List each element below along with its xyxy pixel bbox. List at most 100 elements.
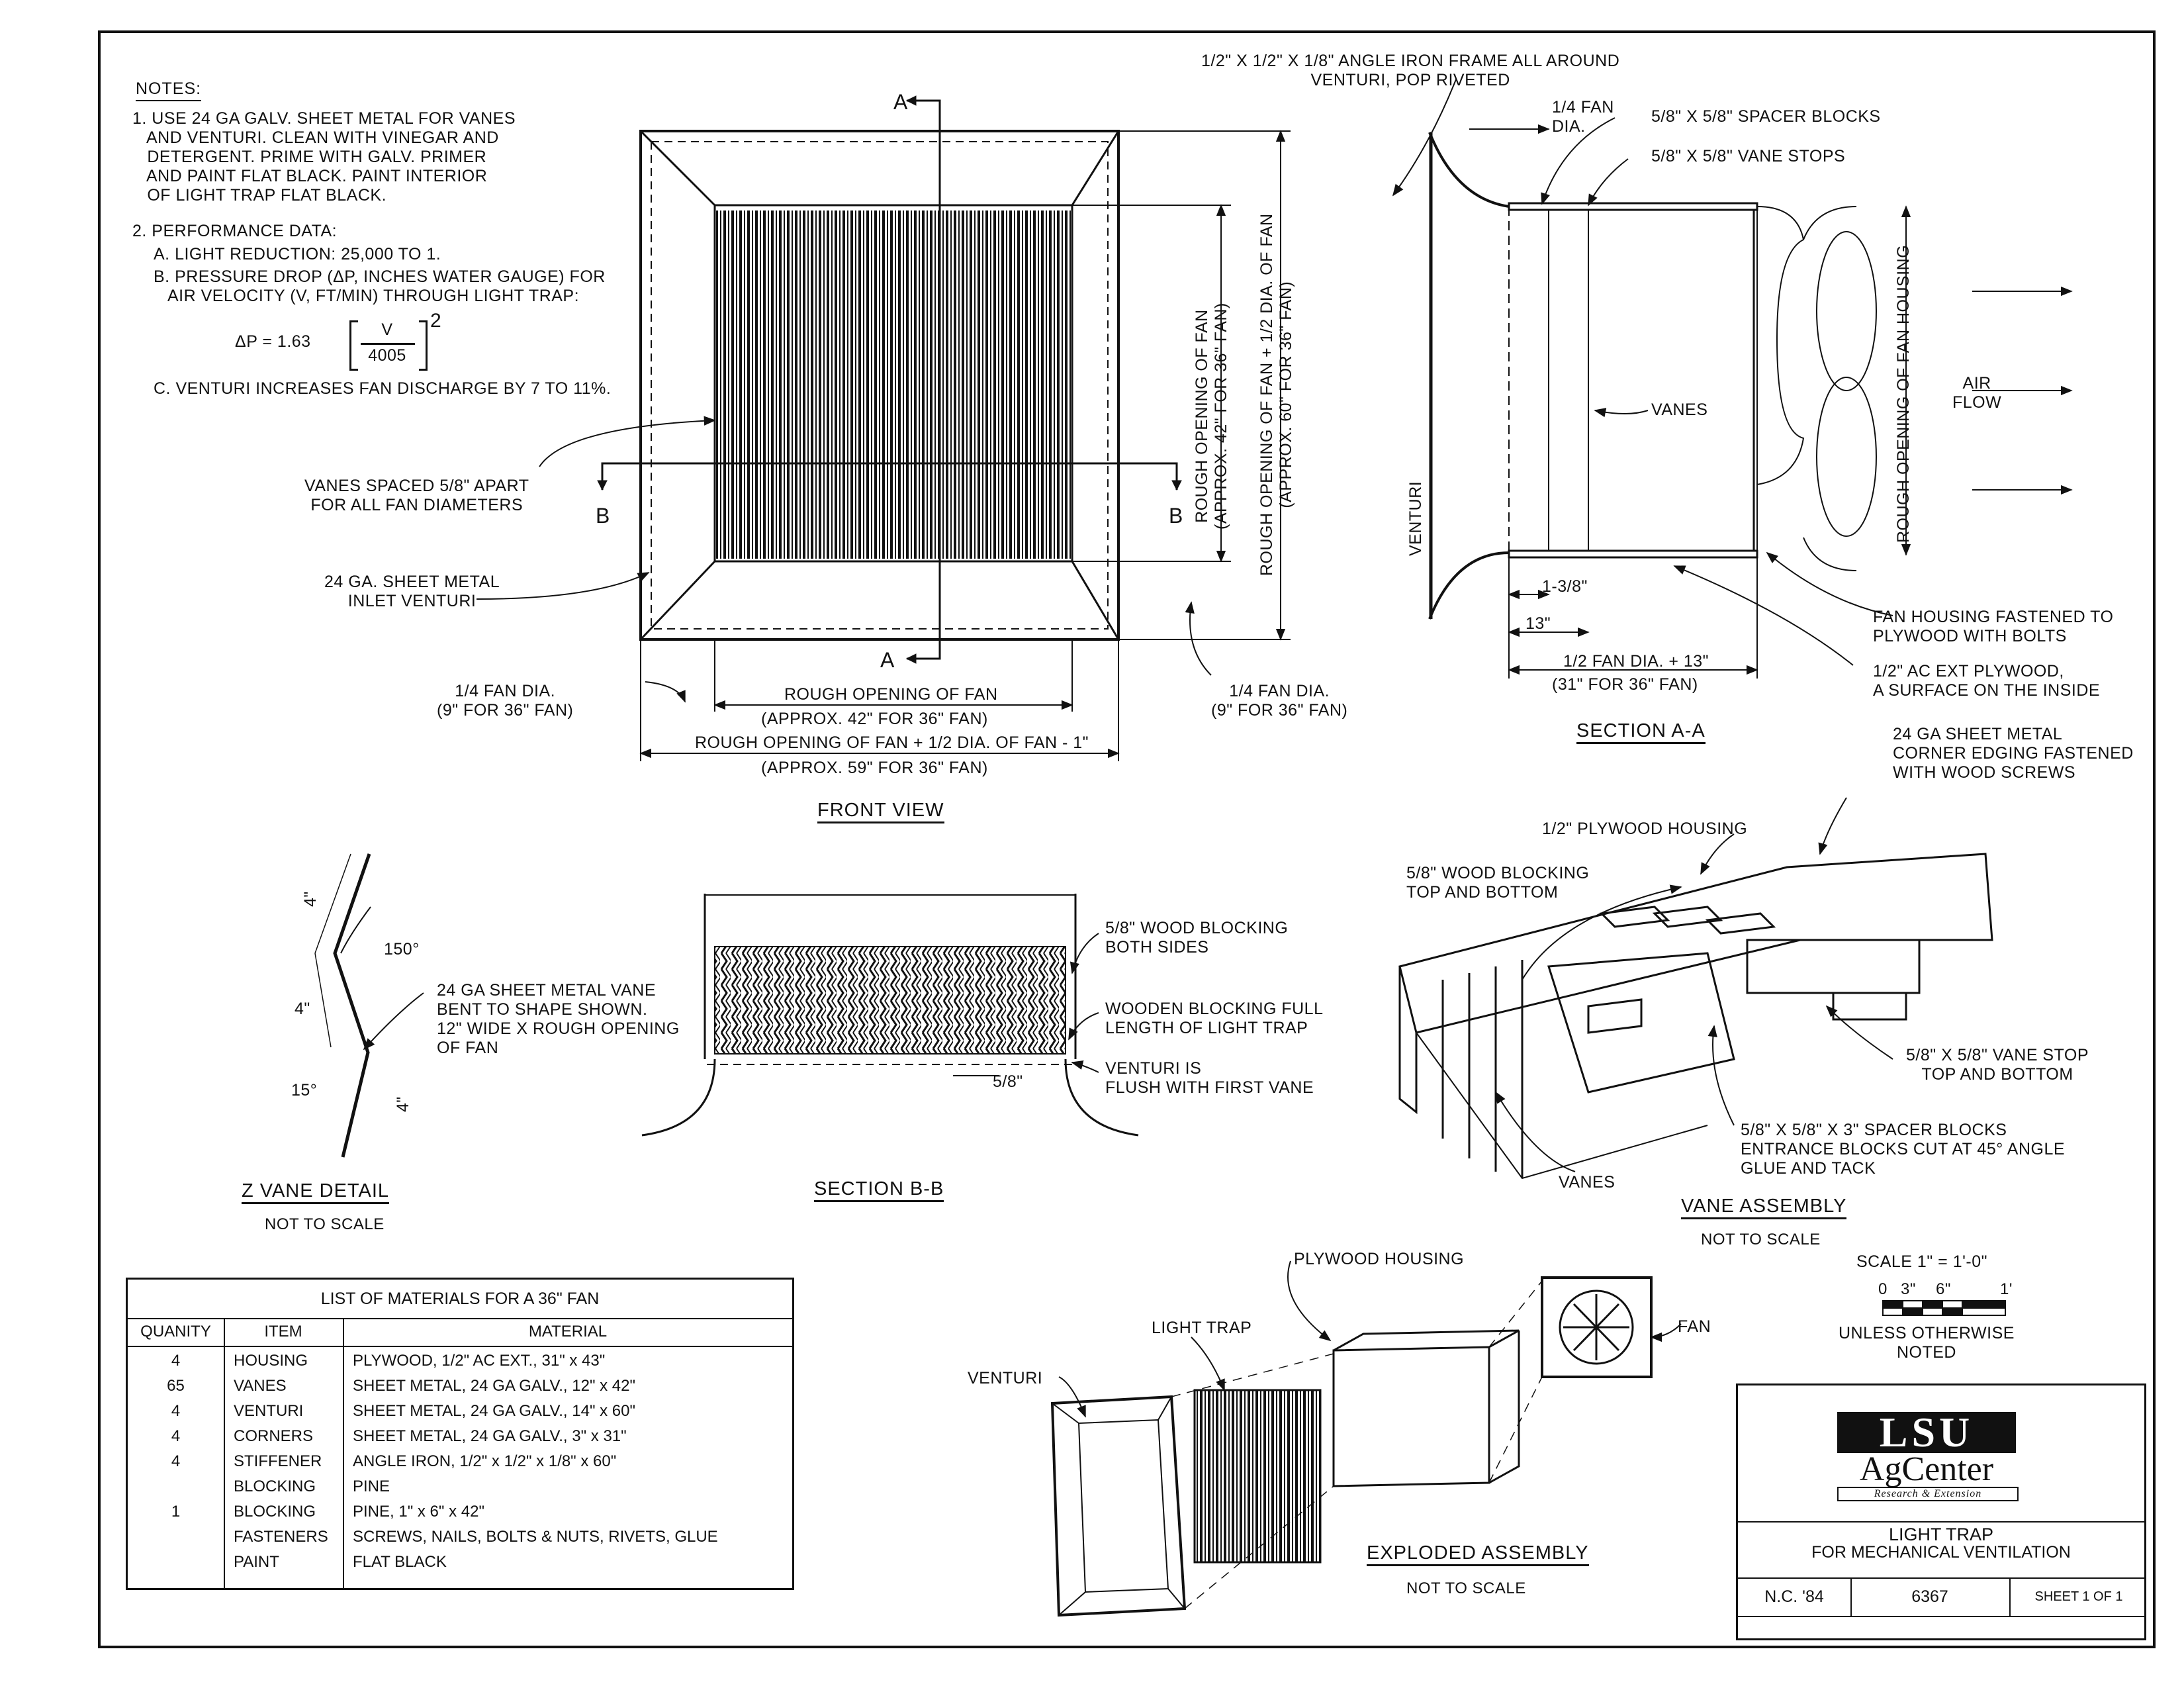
drawing-title: LIGHT TRAP	[1888, 1524, 1994, 1544]
section-aa-title: SECTION A-A	[1576, 722, 1706, 744]
item-cell: STIFFENER	[234, 1452, 322, 1470]
header-quantity: QUANITY	[140, 1323, 211, 1340]
rough-opening-approx: (APPROX. 42" FOR 36" FAN)	[761, 710, 988, 728]
corner-edging-label: 24 GA SHEET METAL CORNER EDGING FASTENED…	[1893, 725, 2134, 782]
formula-numerator: V	[381, 320, 393, 339]
vanes-spaced-label: VANES SPACED 5/8" APART FOR ALL FAN DIAM…	[304, 477, 529, 514]
note-2b: B. PRESSURE DROP (ΔP, INCHES WATER GAUGE…	[154, 267, 606, 305]
formula-denominator: 4005	[368, 346, 406, 365]
vane-assembly-title: VANE ASSEMBLY	[1681, 1197, 1847, 1219]
formula-exponent: 2	[430, 310, 442, 332]
item-cell: VANES	[234, 1377, 287, 1395]
angle-iron-label: 1/2" x 1/2" x 1/8" ANGLE IRON FRAME ALL …	[1201, 52, 1620, 89]
ac-ext-label: 1/2" AC EXT PLYWOOD, A SURFACE ON THE IN…	[1873, 662, 2101, 700]
note-2c: C. VENTURI INCREASES FAN DISCHARGE BY 7 …	[154, 379, 612, 398]
quantity-cell: 4	[171, 1427, 181, 1445]
spacer-blocks-label: 5/8" x 5/8" SPACER BLOCKS	[1651, 107, 1881, 126]
table-row: PAINT FLAT BLACK	[128, 1550, 792, 1575]
header-item: ITEM	[264, 1323, 302, 1340]
material-cell: SHEET METAL, 24 GA GALV., 12" x 42"	[353, 1377, 636, 1395]
bb-wood-blocking-label: 5/8" WOOD BLOCKING BOTH SIDES	[1105, 919, 1289, 957]
section-aa-drawing	[1392, 79, 2073, 679]
ex-light-trap-label: LIGHT TRAP	[1152, 1319, 1252, 1337]
scale-tick-3: 3"	[1901, 1280, 1916, 1298]
scale-tick-1ft: 1'	[2000, 1280, 2013, 1298]
quarter-fan-right: 1/4 FAN DIA. (9" FOR 36" FAN)	[1211, 682, 1348, 720]
z-dim-mid: 4"	[295, 1000, 310, 1018]
cut-b-left: B	[596, 504, 610, 528]
rough-plus-label: ROUGH OPENING OF FAN + 1/2 DIA. OF FAN -…	[695, 733, 1089, 752]
item-cell: PAINT	[234, 1553, 279, 1571]
vane-assembly-drawing	[1398, 797, 1993, 1180]
table-row: 4 CORNERS SHEET METAL, 24 GA GALV., 3" x 3…	[128, 1424, 792, 1449]
header-material: MATERIAL	[528, 1323, 608, 1340]
material-cell: SCREWS, NAILS, BOLTS & NUTS, RIVETS, GLU…	[353, 1528, 718, 1546]
vane-pack	[716, 211, 1071, 559]
note-1: 1. USE 24 GA GALV. SHEET METAL FOR VANES…	[132, 109, 516, 205]
drawn-date: N.C. '84	[1764, 1587, 1824, 1606]
quarter-fan-dia-label: 1/4 FAN DIA.	[1552, 98, 1614, 136]
exploded-vane-pack	[1193, 1389, 1322, 1564]
scale-unless-label: UNLESS OTHERWISE NOTED	[1839, 1324, 2015, 1362]
cut-a-top: A	[893, 90, 908, 114]
rough-plus-approx: (APPROX. 59" FOR 36" FAN)	[761, 759, 988, 777]
formula-lhs: ΔP = 1.63	[235, 332, 311, 351]
note-2a: A. LIGHT REDUCTION: 25,000 TO 1.	[154, 245, 441, 263]
ex-fan-label: FAN	[1678, 1317, 1711, 1336]
table-row: 65 VANES SHEET METAL, 24 GA GALV., 12" x 4…	[128, 1374, 792, 1399]
logo-lsu: LSU	[1837, 1411, 2016, 1454]
ex-plywood-housing-label: PLYWOOD HOUSING	[1294, 1250, 1465, 1268]
material-cell: PINE, 1" x 6" x 42"	[353, 1503, 484, 1521]
quarter-fan-left: 1/4 FAN DIA. (9" FOR 36" FAN)	[437, 682, 574, 720]
va-plywood-housing-label: 1/2" PLYWOOD HOUSING	[1542, 820, 1748, 838]
sheet-border	[98, 30, 2156, 1648]
cut-b-right: B	[1169, 504, 1183, 528]
exploded-title: EXPLODED ASSEMBLY	[1367, 1544, 1589, 1566]
notes-heading: NOTES:	[136, 79, 202, 101]
z-dim-bottom: 4"	[394, 1096, 412, 1112]
venturi-label: VENTURI	[1406, 481, 1425, 556]
half-fan-36-label: (31" FOR 36" FAN)	[1552, 675, 1698, 694]
materials-header-row: QUANITY ITEM MATERIAL	[128, 1318, 792, 1347]
material-cell: SHEET METAL, 24 GA GALV., 14" x 60"	[353, 1402, 636, 1420]
rough-opening-label: ROUGH OPENING OF FAN	[784, 685, 998, 704]
drawing-number: 6367	[1911, 1587, 1948, 1606]
lsu-agcenter-logo: LSU AgCenter Research & Extension	[1837, 1411, 2019, 1505]
va-vane-stop-label: 5/8" x 5/8" VANE STOP TOP AND BOTTOM	[1906, 1046, 2089, 1084]
note-2: 2. PERFORMANCE DATA:	[132, 222, 338, 240]
material-cell: ANGLE IRON, 1/2" x 1/2" x 1/8" x 60"	[353, 1452, 617, 1470]
bb-wooden-full-label: WOODEN BLOCKING FULL LENGTH OF LIGHT TRA…	[1105, 1000, 1324, 1037]
table-row: 4 STIFFENER ANGLE IRON, 1/2" x 1/2" x 1/8"…	[128, 1449, 792, 1474]
scale-bar	[1882, 1300, 2006, 1316]
air-flow-label: AIR FLOW	[1952, 374, 2002, 412]
vertical-dim-1: ROUGH OPENING OF FAN (APPROX. 42" FOR 36…	[1193, 303, 1230, 530]
quantity-cell: 65	[167, 1377, 185, 1395]
z-vane-subtitle: NOT TO SCALE	[265, 1215, 385, 1233]
material-cell: FLAT BLACK	[353, 1553, 447, 1571]
dim-1-3-8: 1-3/8"	[1542, 577, 1588, 596]
quantity-cell: 4	[171, 1402, 181, 1420]
half-fan-label: 1/2 FAN DIA. + 13"	[1563, 652, 1709, 671]
item-cell: CORNERS	[234, 1427, 314, 1445]
material-cell: SHEET METAL, 24 GA GALV., 3" x 31"	[353, 1427, 627, 1445]
z-dim-top: 4"	[301, 891, 320, 907]
quantity-cell: 4	[171, 1452, 181, 1470]
front-view-title: FRONT VIEW	[817, 801, 944, 823]
section-bb-title: SECTION B-B	[814, 1180, 944, 1202]
logo-agcenter: AgCenter	[1859, 1450, 1994, 1488]
va-vanes-label: VANES	[1559, 1173, 1615, 1192]
item-cell: HOUSING	[234, 1352, 308, 1370]
drawing-subtitle: FOR MECHANICAL VENTILATION	[1811, 1543, 2071, 1562]
z-vane-drawing	[314, 853, 424, 1158]
vane-pack-section	[714, 946, 1066, 1055]
housing-fastened-label: FAN HOUSING FASTENED TO PLYWOOD WITH BOL…	[1873, 608, 2114, 645]
bb-venturi-flush-label: VENTURI IS FLUSH WITH FIRST VANE	[1105, 1059, 1314, 1097]
scale-tick-0: 0	[1878, 1280, 1888, 1298]
exploded-assembly-drawing	[1050, 1260, 1682, 1617]
materials-caption: LIST OF MATERIALS FOR A 36" FAN	[128, 1280, 792, 1319]
va-spacer-blocks-label: 5/8" x 5/8" x 3" SPACER BLOCKS ENTRANCE …	[1741, 1121, 2066, 1178]
